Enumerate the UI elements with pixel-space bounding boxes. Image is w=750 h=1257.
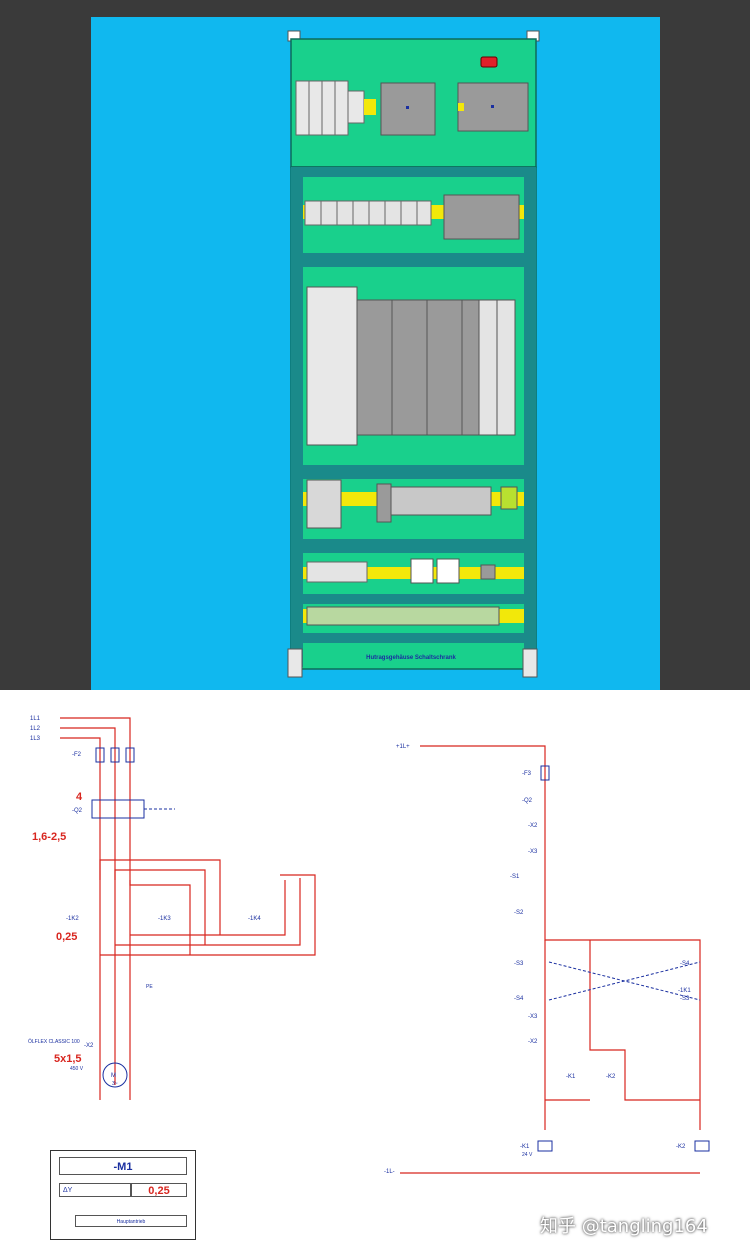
cabinet-drawing: Hutragsgehäuse Schaltschrank <box>287 30 540 678</box>
cable-duct-5 <box>302 633 525 643</box>
fuse-tag: -F2 <box>72 752 82 758</box>
contactor-tag-1: -1K2 <box>66 916 79 922</box>
motor-card-footer: Hauptantrieb <box>75 1215 187 1227</box>
control-circuit-symbols <box>537 765 710 1152</box>
cable-size: 5x1,5 <box>54 1053 82 1065</box>
terminal-tag: -X2 <box>84 1043 94 1049</box>
contactor-tag-2: -1K3 <box>158 916 171 922</box>
relay-block <box>306 479 342 529</box>
cad-screenshot-background: Hutragsgehäuse Schaltschrank <box>0 0 750 690</box>
left-upright <box>291 177 303 667</box>
cable-duct-3 <box>302 539 525 553</box>
cable-duct-1 <box>302 253 525 267</box>
breaker-range: 1,6-2,5 <box>32 831 66 843</box>
power-supply-unit <box>443 194 520 240</box>
motor-symbol: M <box>111 1073 116 1079</box>
cable-duct-4 <box>302 594 525 604</box>
control-tag-k1: -K1 <box>566 1074 576 1080</box>
power-circuit-symbols <box>91 747 175 1088</box>
plc-module-3 <box>426 299 463 436</box>
motor-card-title: -M1 <box>59 1157 187 1175</box>
motor-phase: 3~ <box>112 1081 118 1087</box>
coil-right-tag: -K2 <box>676 1144 686 1150</box>
plc-module-2 <box>391 299 428 436</box>
motor-data-card: -M1 ΔY 0,25 Hauptantrieb <box>50 1150 196 1240</box>
supply-l2-label: 1L2 <box>30 726 41 732</box>
right-tag-1k1: -1K1 <box>678 988 691 994</box>
control-tag-s2: -S2 <box>514 910 524 916</box>
plc-module-1 <box>356 299 393 436</box>
fuse-value: 4 <box>76 791 83 803</box>
breaker-tag: -Q2 <box>72 808 83 814</box>
control-tag-x3-lower: -X3 <box>528 1014 538 1020</box>
coil-voltage-left: 24 V <box>522 1152 533 1158</box>
control-tag-x3: -X3 <box>528 849 538 855</box>
control-tag-k2: -K2 <box>606 1074 616 1080</box>
cabinet-nameplate-label: Hutragsgehäuse Schaltschrank <box>366 655 456 661</box>
watermark-text: 知乎 @tangling164 <box>540 1216 708 1237</box>
pe-label: PE <box>146 984 153 990</box>
cabinet-foot <box>522 648 538 678</box>
control-tag-x2-lower: -X2 <box>528 1039 538 1045</box>
control-tag-s3: -S3 <box>514 961 524 967</box>
io-module-2 <box>496 299 516 436</box>
main-switch-group <box>295 80 376 136</box>
supply-l1-label: 1L1 <box>30 716 41 722</box>
contactor-tag-3: -1K4 <box>248 916 261 922</box>
motor-card-mode: ΔY <box>59 1183 131 1197</box>
control-return-label: -1L- <box>384 1169 395 1175</box>
frequency-converter <box>306 286 358 446</box>
control-tag-s1: -S1 <box>510 874 520 880</box>
supply-l3-label: 1L3 <box>30 736 41 742</box>
cable-type-label: ÖLFLEX CLASSIC 100 <box>28 1038 80 1045</box>
terminal-strip <box>306 606 500 626</box>
plc-module-4 <box>461 299 480 436</box>
cabinet-foot <box>287 648 303 678</box>
terminal-block-row-3 <box>390 486 492 516</box>
power-circuit-wiring <box>60 717 316 1100</box>
control-tag-s4: -S4 <box>514 996 524 1002</box>
control-tag-q2: -Q2 <box>522 798 533 804</box>
control-tag-x2: -X2 <box>528 823 538 829</box>
control-circuit-wiring <box>400 745 701 1174</box>
indicator-lamp <box>480 56 498 68</box>
control-tag-f3: -F3 <box>522 771 532 777</box>
right-tag-s3: -S3 <box>680 996 690 1002</box>
cable-duct-2 <box>302 465 525 479</box>
terminal-row-1 <box>304 200 432 226</box>
top-crossbar <box>291 167 536 177</box>
motor-card-power: 0,25 <box>131 1183 187 1197</box>
cabinet-layout-canvas: Hutragsgehäuse Schaltschrank <box>91 17 660 690</box>
right-tag-s4: -S4 <box>680 961 690 967</box>
coil-left-tag: -K1 <box>520 1144 530 1150</box>
right-upright <box>524 177 536 667</box>
contactor-value: 0,25 <box>56 931 77 943</box>
control-supply-label: +1L+ <box>396 744 410 750</box>
cable-voltage: 450 V <box>70 1066 84 1072</box>
terminal-row-4 <box>306 561 368 583</box>
schematic-drawing: 1L1 1L2 1L3 -F2 4 -Q2 1,6-2,5 -1K2 0,25 … <box>28 716 710 1175</box>
io-module-1 <box>478 299 498 436</box>
